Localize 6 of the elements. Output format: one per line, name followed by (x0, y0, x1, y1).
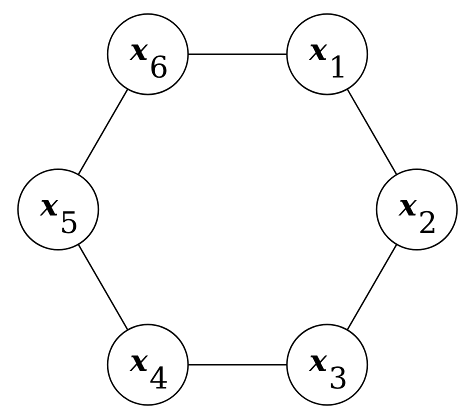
connector (188, 53, 286, 55)
connector (346, 88, 397, 175)
connector (188, 364, 286, 366)
connector (77, 244, 128, 330)
connector (346, 244, 397, 330)
connector (77, 89, 128, 176)
